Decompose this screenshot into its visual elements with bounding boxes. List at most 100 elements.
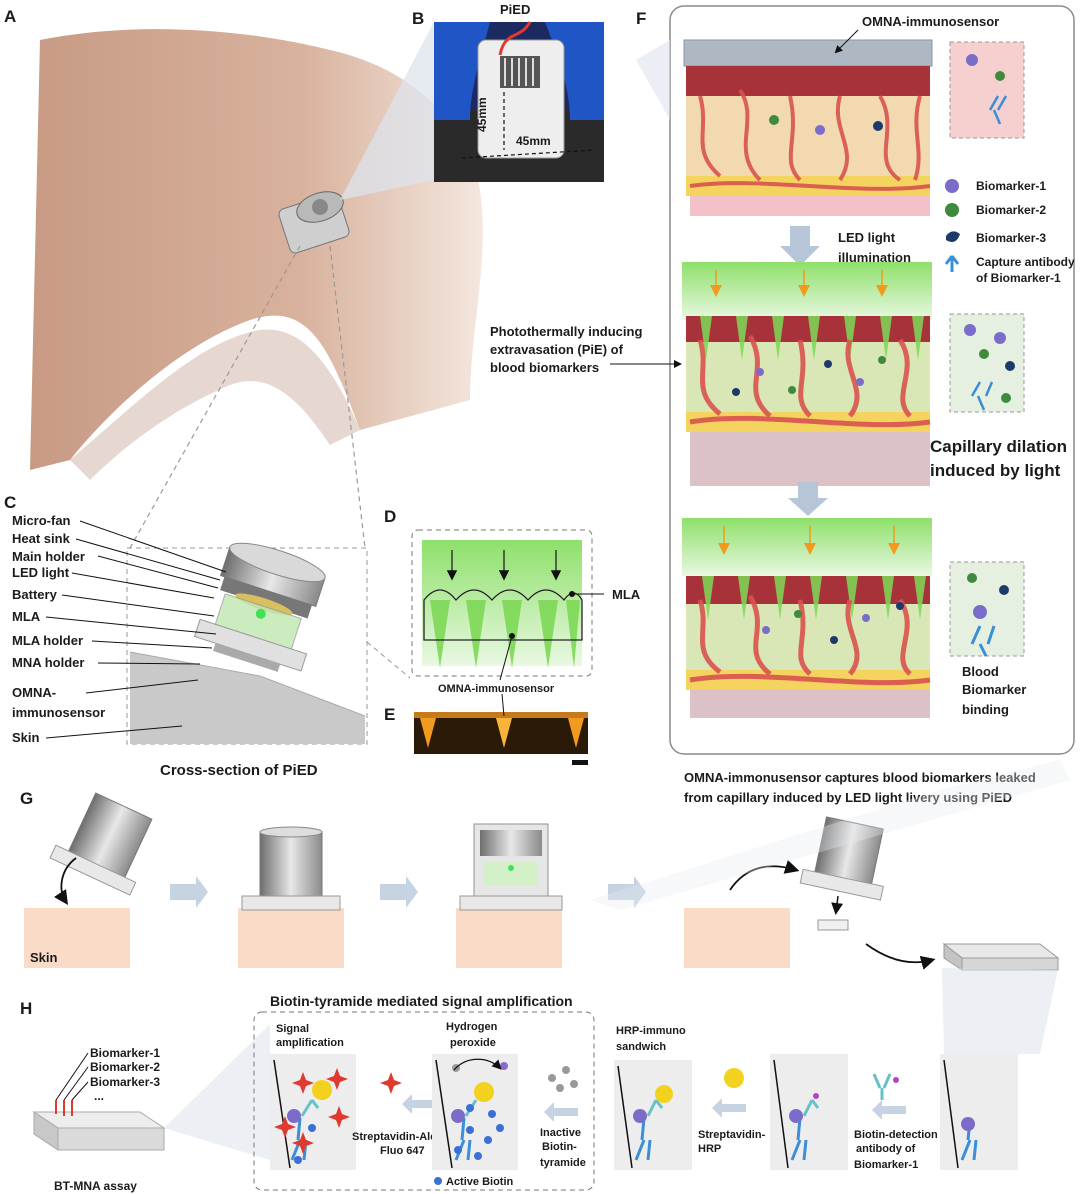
b-dim-width: 45mm bbox=[516, 134, 551, 148]
f-led-line2: illumination bbox=[838, 250, 911, 265]
f-legend-4: Capture antibody bbox=[976, 255, 1075, 269]
panel-letter-c: C bbox=[4, 493, 16, 512]
panel-d-mla-diagram bbox=[366, 529, 604, 681]
panel-letter-a: A bbox=[4, 7, 16, 26]
arm-shape bbox=[30, 29, 483, 471]
f-pie-line3: blood biomarkers bbox=[490, 360, 599, 375]
h-signal-line2: amplification bbox=[276, 1037, 344, 1049]
h-assay-label-4: ... bbox=[94, 1089, 104, 1103]
c-label-immunosensor: immunosensor bbox=[12, 705, 105, 720]
f-tissue-block-1 bbox=[683, 39, 1025, 216]
streptavidin-hrp-icon bbox=[724, 1068, 744, 1088]
panel-letter-e: E bbox=[384, 705, 395, 724]
legend-biomarker-3-icon bbox=[946, 231, 960, 242]
h-bt-mna-slab bbox=[32, 1024, 270, 1160]
f-led-line1: LED light bbox=[838, 230, 896, 245]
h-active-biotin: Active Biotin bbox=[446, 1176, 514, 1188]
h-title: Biotin-tyramide mediated signal amplific… bbox=[270, 993, 573, 1009]
panel-g-steps bbox=[24, 792, 1060, 1054]
h-card-detection bbox=[770, 1054, 848, 1170]
f-tissue-block-3 bbox=[682, 518, 1025, 718]
h-hrp-line2: sandwich bbox=[616, 1041, 666, 1053]
f-bind-line3: binding bbox=[962, 702, 1009, 717]
f-caption-line1: OMNA-immonusensor captures blood biomark… bbox=[684, 770, 1036, 785]
h-assay-caption: BT-MNA assay bbox=[54, 1179, 137, 1193]
h-detect-line1: Biotin-detection bbox=[854, 1129, 938, 1141]
g-skin-label: Skin bbox=[30, 950, 58, 965]
h-card-hrp-sandwich bbox=[614, 1060, 692, 1170]
h-assay-label-3: Biomarker-3 bbox=[90, 1075, 160, 1089]
g-skin-2 bbox=[238, 908, 344, 968]
h-inactive-line2: Biotin- bbox=[542, 1141, 577, 1153]
detection-antibody-icon bbox=[872, 1073, 892, 1100]
panel-letter-d: D bbox=[384, 507, 396, 526]
h-assay-label-2: Biomarker-2 bbox=[90, 1060, 160, 1074]
h-detect-line3: Biomarker-1 bbox=[854, 1159, 918, 1171]
panel-letter-f: F bbox=[636, 9, 646, 28]
f-sensor-label: OMNA-immunosensor bbox=[862, 14, 999, 29]
h-amplification-box bbox=[253, 1011, 595, 1191]
f-down-arrow-1 bbox=[780, 226, 820, 266]
c-label-main-holder: Main holder bbox=[12, 549, 85, 564]
c-label-led-light: LED light bbox=[12, 565, 70, 580]
f-tissue-block-2 bbox=[682, 262, 1025, 486]
f-bind-line1: Blood bbox=[962, 664, 999, 679]
legend-biomarker-1-icon bbox=[945, 179, 959, 193]
c-label-mla-holder: MLA holder bbox=[12, 633, 83, 648]
b-title: PiED bbox=[500, 2, 530, 17]
h-strep-alexa-line1: Streptavidin-Alexa bbox=[352, 1131, 449, 1143]
h-h2o2-line1: Hydrogen bbox=[446, 1021, 498, 1033]
h-strep-hrp-line1: Streptavidin- bbox=[698, 1129, 766, 1141]
h-inactive-line3: tyramide bbox=[540, 1157, 586, 1169]
f-pie-line1: Photothermally inducing bbox=[490, 324, 642, 339]
f-bind-line2: Biomarker bbox=[962, 682, 1026, 697]
f-legend-2: Biomarker-2 bbox=[976, 203, 1046, 217]
c-label-mna-holder: MNA holder bbox=[12, 655, 84, 670]
h-strep-alexa-line2: Fluo 647 bbox=[380, 1145, 425, 1157]
h-strep-hrp-line2: HRP bbox=[698, 1143, 721, 1155]
panel-c-cross-section bbox=[45, 520, 368, 745]
c-label-micro-fan: Micro-fan bbox=[12, 513, 71, 528]
f-pie-line2: extravasation (PiE) of bbox=[490, 342, 624, 357]
g-skin-1 bbox=[24, 908, 130, 968]
c-label-heat-sink: Heat sink bbox=[12, 531, 71, 546]
h-inactive-line1: Inactive bbox=[540, 1127, 581, 1139]
g-skin-4 bbox=[684, 908, 790, 968]
f-dilation-line1: Capillary dilation bbox=[930, 437, 1067, 456]
panel-a-arm-illustration bbox=[30, 22, 483, 549]
legend-biomarker-2-icon bbox=[945, 203, 959, 217]
c-label-mla: MLA bbox=[12, 609, 41, 624]
panel-e-micrograph bbox=[414, 693, 588, 765]
c-label-omna: OMNA- bbox=[12, 685, 56, 700]
arm-shadow bbox=[70, 329, 360, 480]
h-signal-line1: Signal bbox=[276, 1023, 309, 1035]
h-card-signal bbox=[270, 1054, 356, 1170]
c-label-battery: Battery bbox=[12, 587, 58, 602]
h-card-capture bbox=[940, 1054, 1018, 1170]
panel-letter-h: H bbox=[20, 999, 32, 1018]
active-biotin-icon bbox=[434, 1177, 442, 1185]
h-hrp-line1: HRP-immuno bbox=[616, 1025, 686, 1037]
h-h2o2-line2: peroxide bbox=[450, 1037, 496, 1049]
f-caption-line2: from capillary induced by LED light live… bbox=[684, 790, 1012, 805]
f-down-arrow-2 bbox=[788, 482, 828, 516]
c-label-skin: Skin bbox=[12, 730, 40, 745]
d-sensor-label: OMNA-immunosensor bbox=[438, 683, 555, 695]
h-detect-line2: antibody of bbox=[856, 1143, 916, 1155]
f-dilation-line2: induced by light bbox=[930, 461, 1061, 480]
d-mla-label: MLA bbox=[612, 587, 641, 602]
f-legend bbox=[944, 179, 960, 272]
c-caption: Cross-section of PiED bbox=[160, 762, 318, 779]
panel-b-photo: 45mm 45mm bbox=[434, 21, 604, 182]
f-legend-5: of Biomarker-1 bbox=[976, 271, 1061, 285]
g-skin-3 bbox=[456, 908, 562, 968]
panel-letter-g: G bbox=[20, 789, 33, 808]
f-legend-1: Biomarker-1 bbox=[976, 179, 1046, 193]
h-assay-label-1: Biomarker-1 bbox=[90, 1046, 160, 1060]
legend-antibody-icon bbox=[944, 255, 960, 272]
b-dim-height: 45mm bbox=[475, 97, 489, 132]
f-legend-3: Biomarker-3 bbox=[976, 231, 1046, 245]
h-card-peroxide bbox=[432, 1054, 518, 1170]
